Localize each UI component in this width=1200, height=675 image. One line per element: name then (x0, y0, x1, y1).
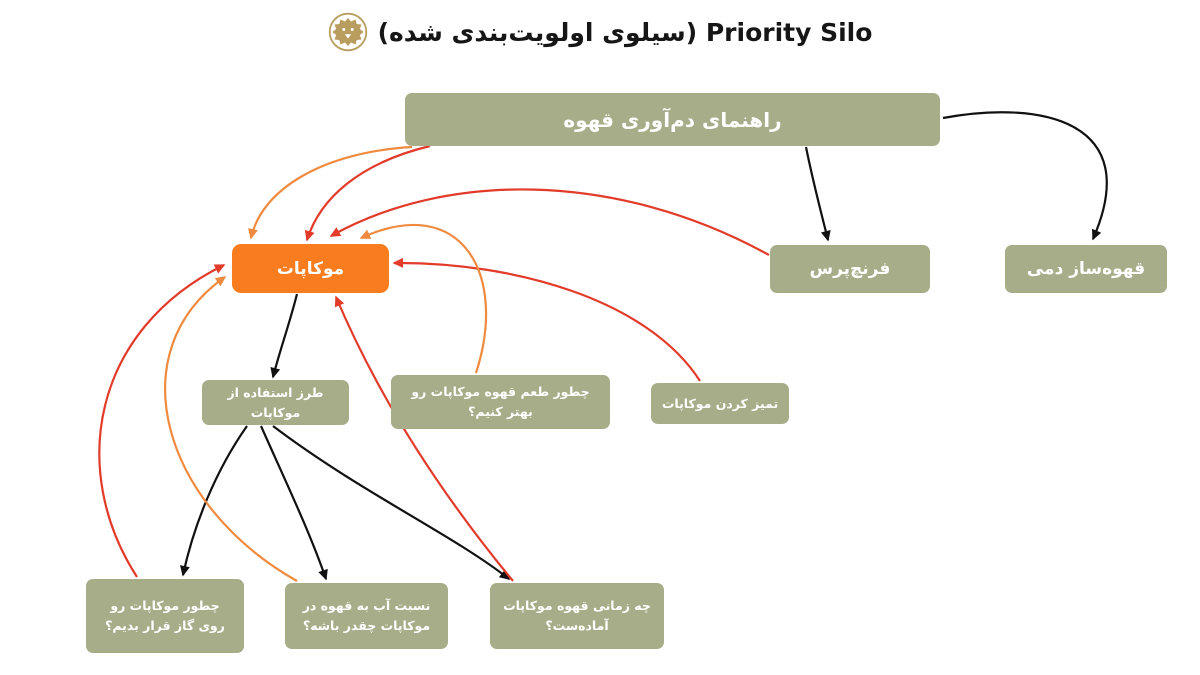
node-coffee-ready-time-label: چه زمانی قهوه موکاپات آماده‌ست؟ (503, 598, 651, 633)
node-cleaning-label: تمیز کردن موکاپات (661, 395, 779, 411)
arrow-taste-to-mokapot (359, 224, 488, 374)
node-usage: طرز استفاده از موکاپات (202, 380, 349, 425)
node-drip-coffee-maker: قهوه‌ساز دمی (1005, 245, 1167, 293)
node-on-gas-stove-label: چطور موکاپات رو روی گاز قرار بدیم؟ (105, 598, 225, 633)
arrow-ratio-to-mokapot (164, 276, 298, 582)
lion-mane (332, 18, 364, 46)
node-cleaning: تمیز کردن موکاپات (651, 383, 789, 424)
node-improve-taste-label: چطور طعم قهوه موکاپات رو بهتر کنیم؟ (411, 384, 590, 419)
arrow-usage-to-ready (272, 425, 511, 580)
arrow-usage-to-gas (180, 425, 248, 577)
node-mokapot: موکاپات (232, 244, 389, 293)
arrow-ready-to-mokapot (334, 295, 514, 582)
page-header: Priority Silo (سیلوی اولویت‌بندی شده) (0, 12, 1200, 52)
node-brewing-guide: راهنمای دم‌آوری قهوه (405, 93, 940, 146)
lion-logo-icon (328, 12, 367, 52)
arrow-french-press-to-mokapot (329, 188, 770, 256)
lion-eye-right (350, 28, 354, 31)
arrow-usage-to-ratio (259, 425, 328, 581)
node-improve-taste: چطور طعم قهوه موکاپات رو بهتر کنیم؟ (391, 375, 610, 429)
node-water-coffee-ratio-label: نسبت آب به قهوه در موکاپات چقدر باشه؟ (302, 598, 431, 633)
arrow-guide-to-drip (942, 111, 1108, 241)
node-usage-label: طرز استفاده از موکاپات (227, 384, 324, 420)
arrow-guide-to-mokapot-red (304, 144, 431, 242)
lion-eye-left (341, 28, 345, 31)
arrow-guide-to-french-press (804, 146, 831, 242)
node-water-coffee-ratio: نسبت آب به قهوه در موکاپات چقدر باشه؟ (285, 583, 448, 649)
arrow-clean-to-mokapot (392, 257, 701, 382)
arrow-guide-to-mokapot-orange (248, 145, 413, 240)
node-drip-coffee-maker-label: قهوه‌ساز دمی (1026, 259, 1146, 279)
lion-nose (344, 34, 351, 39)
lion-logo-ring (328, 12, 367, 52)
page-title: Priority Silo (سیلوی اولویت‌بندی شده) (377, 17, 873, 47)
node-french-press-label: فرنچ‌پرس (809, 259, 891, 279)
arrow-mokapot-to-usage (270, 293, 299, 379)
node-brewing-guide-label: راهنمای دم‌آوری قهوه (563, 107, 782, 132)
node-french-press: فرنچ‌پرس (770, 245, 930, 293)
node-mokapot-label: موکاپات (276, 258, 345, 279)
arrow-gas-to-mokapot (98, 264, 226, 578)
node-on-gas-stove: چطور موکاپات رو روی گاز قرار بدیم؟ (86, 579, 244, 653)
node-coffee-ready-time: چه زمانی قهوه موکاپات آماده‌ست؟ (490, 583, 664, 649)
